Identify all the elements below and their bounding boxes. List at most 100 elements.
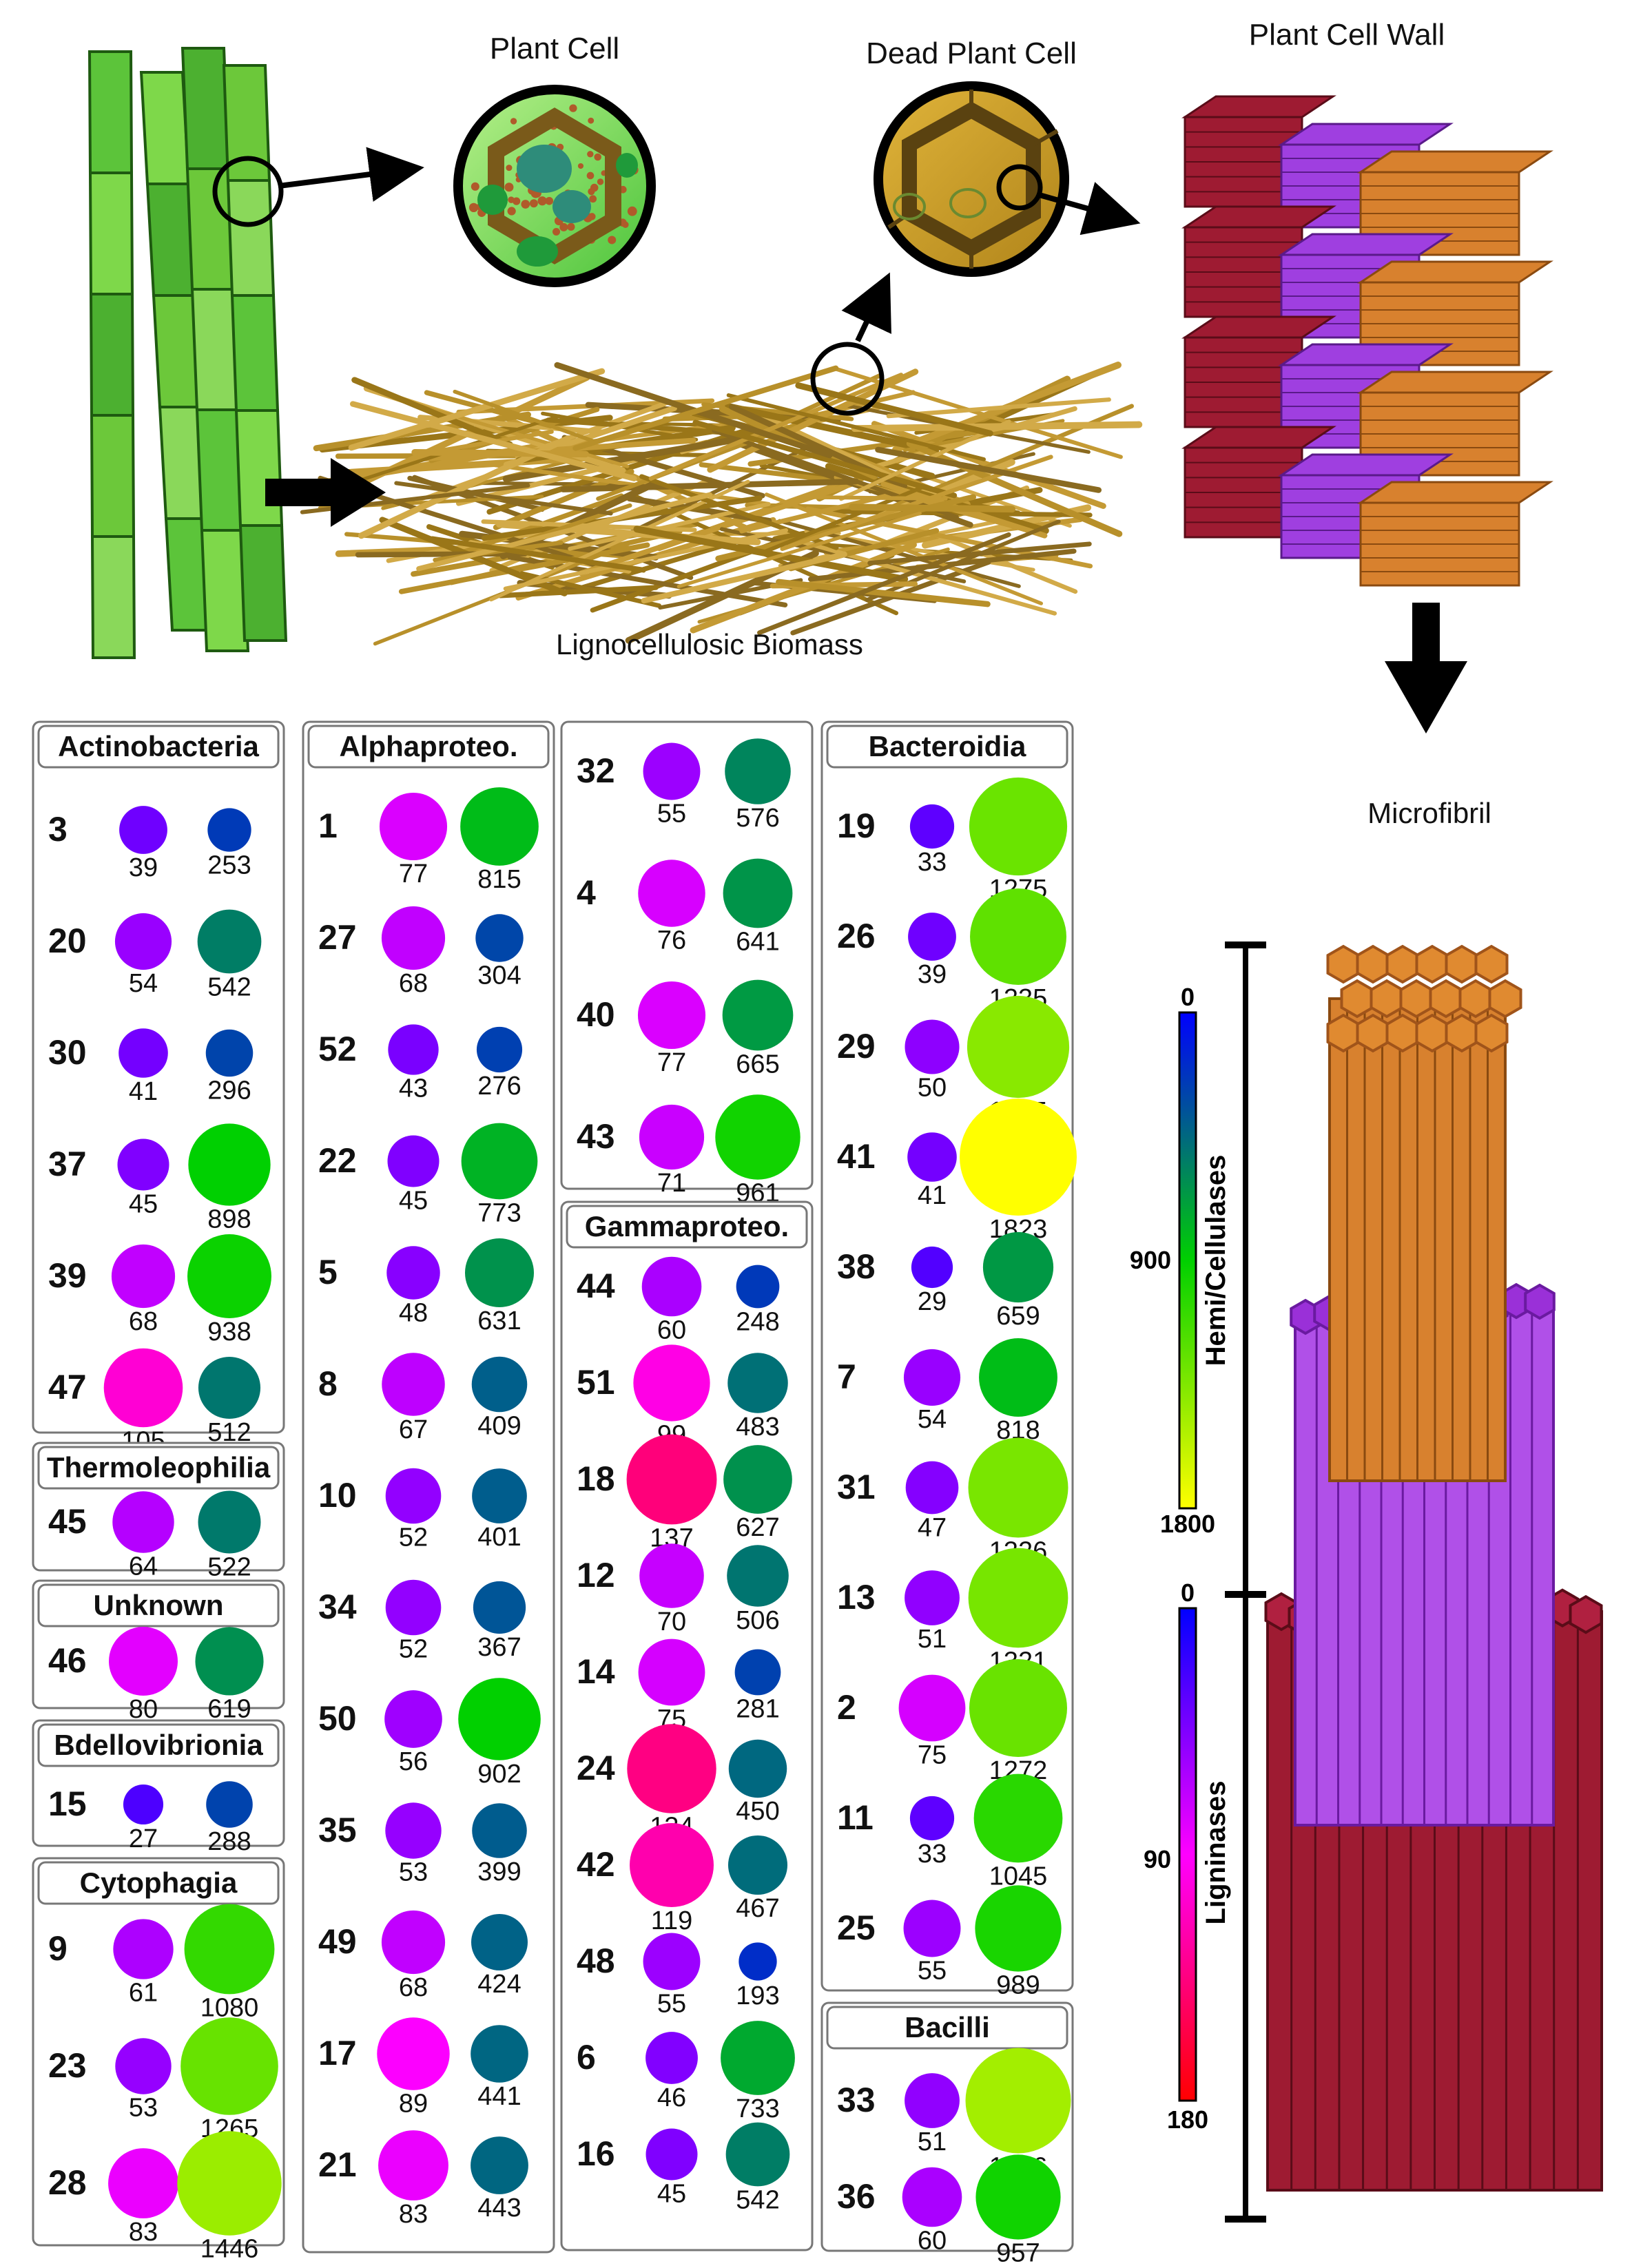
ligninase-value: 33: [918, 848, 947, 877]
panel-title-frame: [37, 1583, 280, 1627]
ligninase-bubble: [109, 1627, 178, 1696]
taxon-id: 10: [318, 1476, 357, 1515]
taxon-id: 1: [318, 807, 338, 845]
panel-title-frame: [826, 2006, 1068, 2050]
plant-stem-illustration: [87, 47, 288, 659]
taxon-id: 35: [318, 1811, 357, 1849]
hemicellulase-value: 631: [477, 1307, 521, 1335]
hemicellulase-value: 483: [736, 1413, 779, 1442]
hemicellulase-value: 248: [736, 1307, 779, 1336]
ligninase-value: 60: [918, 2226, 947, 2255]
taxon-id: 16: [577, 2134, 615, 2173]
plant-cell-illustration: [453, 85, 656, 287]
ligninase-value: 60: [657, 1315, 686, 1344]
panel-title-frame: [37, 725, 280, 769]
hemicellulase-value: 542: [207, 972, 251, 1001]
ligninase-bubble: [115, 2038, 172, 2094]
ligninase-bubble: [385, 1802, 442, 1859]
ligninase-value: 89: [399, 2090, 428, 2119]
panel-title: Bacteroidia: [869, 730, 1026, 762]
hemicellulase-value: 957: [996, 2239, 1040, 2268]
hemi-cellulases-scale: 0 900 1800 Hemi/Cellulases: [1130, 983, 1231, 1538]
taxon-id: 51: [577, 1363, 615, 1402]
hemicellulase-bubble: [198, 1490, 261, 1554]
hemicellulase-value: 443: [477, 2194, 521, 2223]
ligninase-value: 51: [918, 2127, 947, 2156]
taxon-id: 34: [318, 1588, 357, 1626]
ligninase-bubble: [630, 1823, 714, 1907]
ligninase-bubble: [117, 1138, 169, 1191]
panel-title: Gammaproteo.: [585, 1210, 789, 1242]
microfibril-length-bar: [1225, 941, 1266, 2223]
taxon-panel: Bacteroidia19331275263912352950138541411…: [820, 720, 1077, 2000]
taxon-id: 3: [48, 810, 68, 849]
hemicellulase-value: 659: [996, 1302, 1040, 1331]
ligninase-bubble: [381, 906, 446, 970]
panel-title-frame: [826, 725, 1068, 769]
hemicellulase-bubble: [180, 2017, 278, 2115]
ligninase-bubble: [909, 1796, 955, 1841]
ligninase-value: 68: [129, 1307, 158, 1336]
taxon-id: 4: [577, 873, 596, 912]
hemicellulase-value: 815: [477, 865, 521, 894]
hemicellulase-bubble: [475, 914, 524, 962]
hemicellulase-value: 424: [477, 1970, 521, 1999]
hemicellulase-bubble: [721, 2021, 795, 2095]
ligninase-bubble: [638, 1638, 705, 1706]
hemicellulase-bubble: [960, 1099, 1077, 1216]
ligninase-value: 77: [657, 1048, 686, 1077]
ligninase-bubble: [108, 2148, 178, 2218]
ligninase-bubble: [627, 1724, 716, 1813]
taxon-id: 22: [318, 1141, 357, 1180]
ligninase-value: 52: [399, 1523, 428, 1552]
hemicellulase-bubble: [728, 1739, 787, 1798]
taxon-id: 20: [48, 922, 87, 960]
panel-title: Bacilli: [905, 2011, 990, 2043]
taxon-id: 2: [837, 1688, 856, 1727]
hemicellulase-bubble: [195, 1627, 264, 1696]
ligninase-value: 45: [129, 1190, 158, 1219]
hemicellulase-value: 641: [736, 927, 779, 956]
hemicellulase-bubble: [982, 1231, 1054, 1303]
ligninase-bubble: [638, 860, 705, 927]
taxon-id: 32: [577, 751, 615, 790]
ligninase-bubble: [643, 742, 701, 800]
hemicellulase-bubble: [727, 1835, 788, 1895]
lig-scale-tick-2: 180: [1167, 2105, 1208, 2134]
taxon-row: 24134450: [577, 1724, 787, 1842]
ligninase-value: 52: [399, 1634, 428, 1663]
taxon-id: 23: [48, 2046, 87, 2085]
ligninase-bubble: [113, 1919, 174, 1979]
ligninase-value: 71: [657, 1169, 686, 1198]
ligninase-value: 68: [399, 1973, 428, 2002]
ligninase-value: 67: [399, 1415, 428, 1444]
panel-title: Bdellovibrionia: [54, 1729, 263, 1761]
hemicellulase-bubble: [476, 1026, 523, 1073]
ligninase-value: 64: [129, 1552, 158, 1581]
ligninase-value: 119: [651, 1906, 693, 1935]
ligninase-bubble: [639, 1543, 704, 1608]
hemicellulase-bubble: [207, 808, 251, 852]
lignocellulosic-biomass-pile: [276, 362, 1143, 646]
ligninase-value: 27: [129, 1824, 158, 1853]
taxon-id: 30: [48, 1033, 87, 1072]
taxon-id: 13: [837, 1578, 876, 1616]
dead-plant-cell-label: Dead Plant Cell: [866, 37, 1077, 70]
taxon-id: 40: [577, 995, 615, 1034]
ligninase-bubble: [103, 1348, 183, 1428]
microfibril-illustration: [1264, 944, 1603, 2192]
